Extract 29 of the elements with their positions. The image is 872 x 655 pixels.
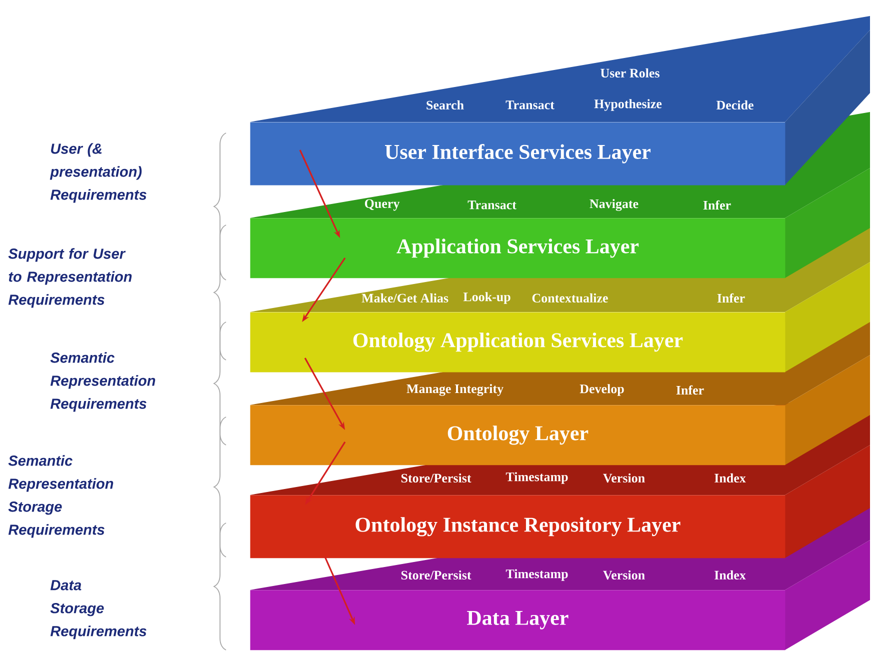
requirement-label: Support for User to Representation Requirements bbox=[8, 248, 132, 308]
function-label: Search bbox=[426, 100, 464, 110]
function-label: Index bbox=[714, 570, 746, 580]
requirement-label: Data Storage Requirements bbox=[50, 580, 146, 640]
function-label: Index bbox=[714, 473, 746, 483]
function-label: Timestamp bbox=[506, 569, 568, 581]
function-label: Query bbox=[364, 199, 400, 211]
function-label: Infer bbox=[676, 385, 704, 395]
function-label: Timestamp bbox=[506, 472, 568, 484]
function-label: Develop bbox=[580, 384, 624, 396]
function-label: Navigate bbox=[590, 199, 638, 211]
function-label: Version bbox=[603, 473, 645, 483]
function-label: Infer bbox=[717, 293, 745, 303]
function-label: Contextualize bbox=[532, 293, 608, 303]
requirement-label: Semantic Representation Requirements bbox=[50, 352, 156, 412]
function-label: User Roles bbox=[600, 68, 660, 78]
function-label: Store/Persist bbox=[401, 570, 472, 580]
function-label: Version bbox=[603, 570, 645, 580]
function-label: Transact bbox=[468, 200, 516, 210]
requirement-label: Semantic Representation Storage Requirements bbox=[8, 455, 114, 538]
function-label: Transact bbox=[506, 100, 554, 110]
function-label: Make/Get Alias bbox=[362, 293, 448, 303]
requirement-label: User (& presentation) Requirements bbox=[50, 143, 146, 203]
function-label: Manage Integrity bbox=[406, 384, 504, 396]
function-label: Hypothesize bbox=[594, 99, 662, 111]
function-label: Decide bbox=[716, 100, 754, 110]
function-label: Infer bbox=[703, 200, 731, 210]
function-label: Store/Persist bbox=[401, 473, 472, 483]
function-label: Look-up bbox=[463, 292, 510, 304]
